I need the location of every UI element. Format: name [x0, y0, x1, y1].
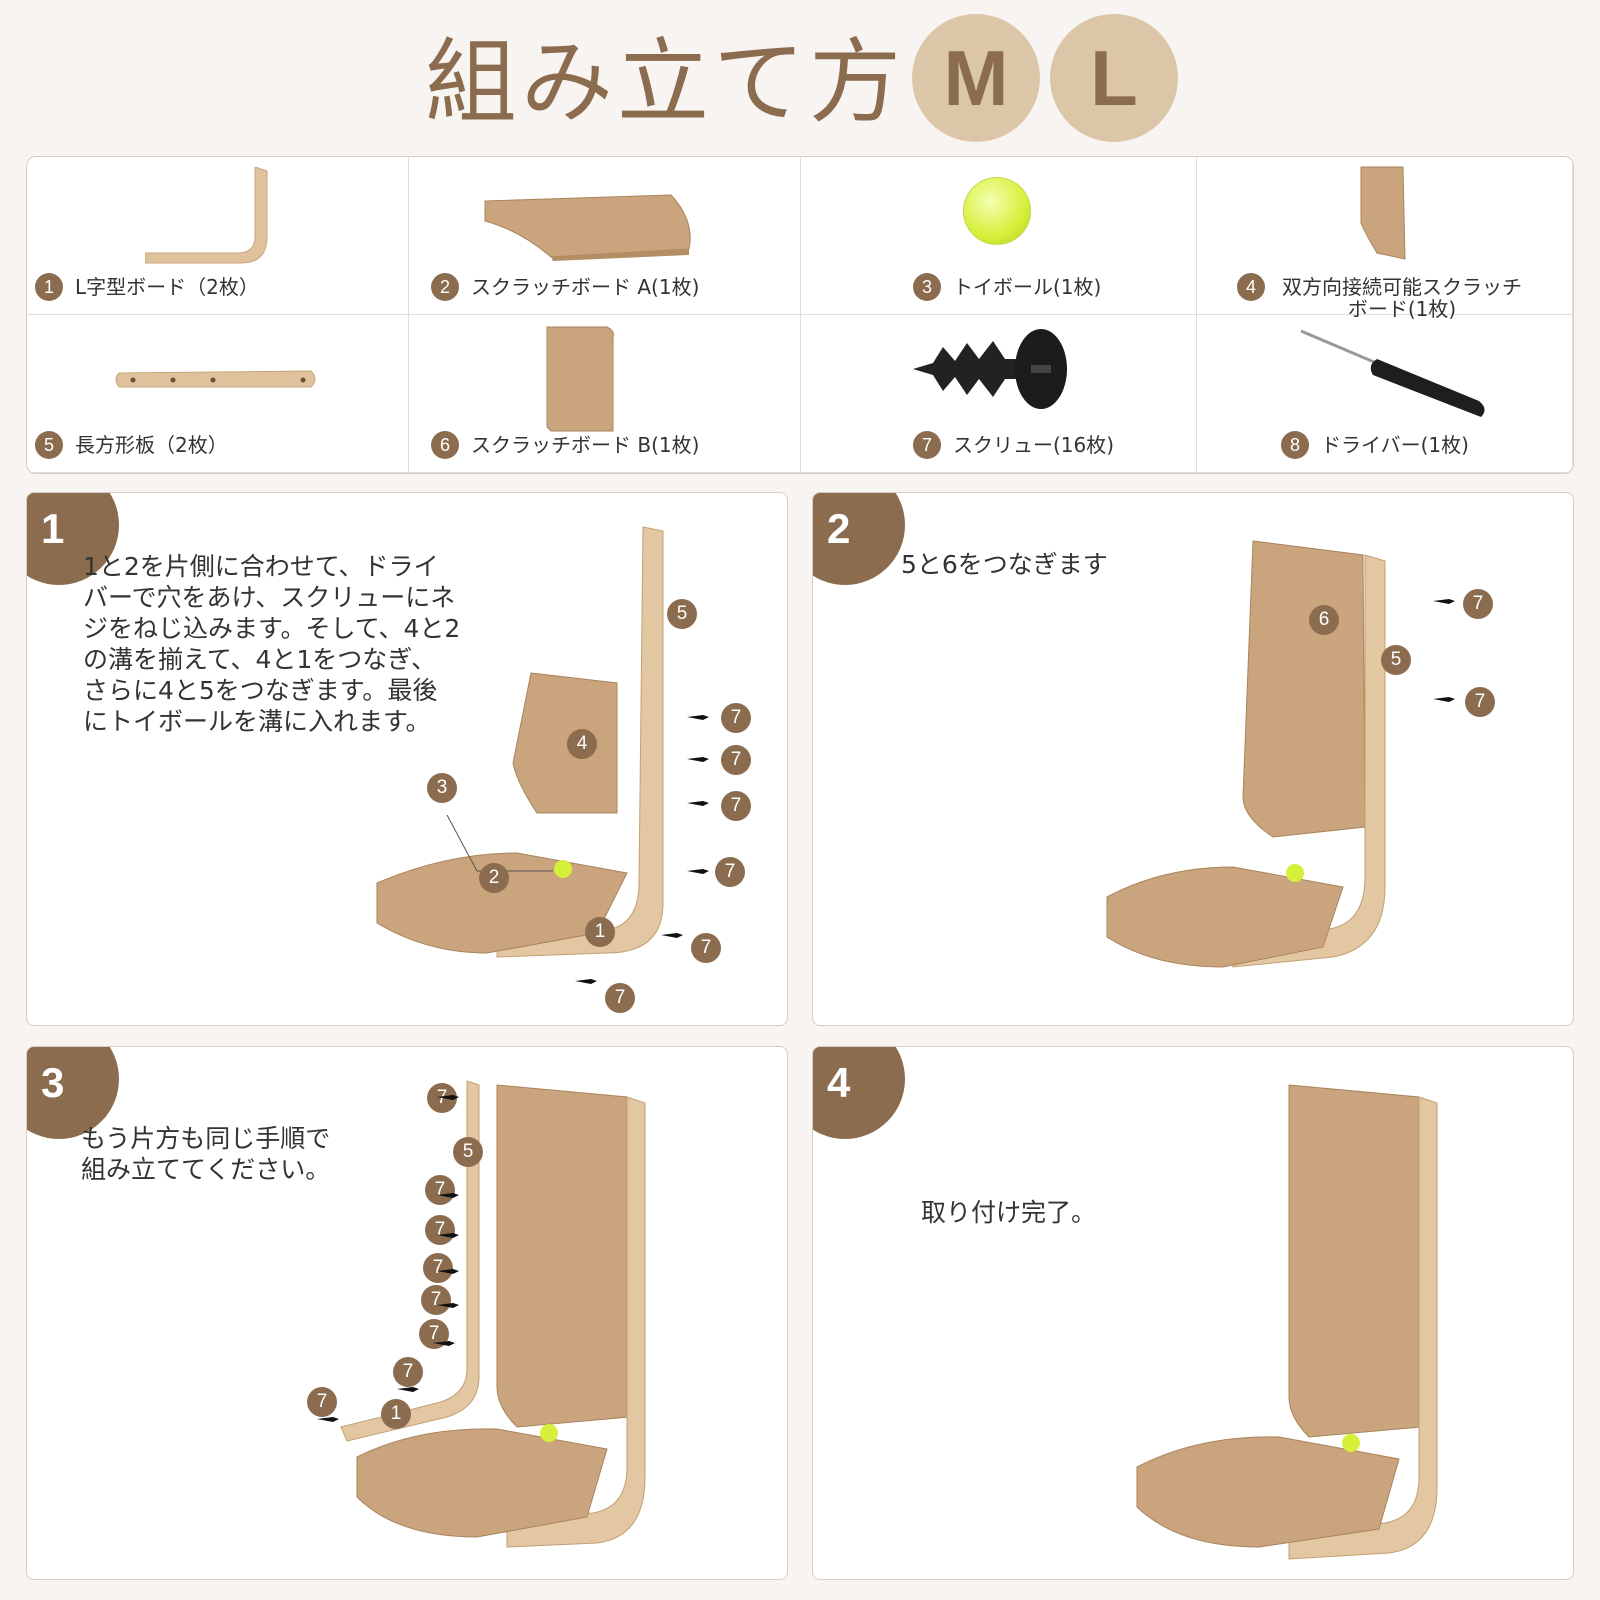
callout-7: 7 [423, 1253, 453, 1283]
part-cell-5: 5 長方形板（2枚） [27, 315, 409, 473]
step2-diagram [1106, 540, 1386, 968]
callout-7: 7 [715, 857, 745, 887]
screw-icon [437, 1269, 459, 1274]
callout-7: 7 [721, 703, 751, 733]
part-label: スクラッチボード B(1枚) [471, 433, 700, 457]
part-label: スクリュー(16枚) [953, 433, 1115, 457]
part-cell-8: 8 ドライバー(1枚) [1197, 315, 1573, 473]
screw-icon [437, 1303, 459, 1308]
step-instruction: もう片方も同じ手順で 組み立ててください。 [81, 1124, 331, 1184]
step-instruction: 1と2を片側に合わせて、ドライ バーで穴をあけ、スクリューにネ ジをねじ込みます… [83, 552, 461, 736]
parts-list: 1 L字型ボード（2枚） 2 スクラッチボード A(1枚) 3 トイボール(1枚) 4… [26, 156, 1574, 474]
double-scratch-board-image [1360, 166, 1406, 260]
screw-icon [687, 715, 709, 720]
screw-icon [433, 1341, 455, 1346]
callout-7: 7 [605, 983, 635, 1013]
screw-icon [437, 1095, 459, 1100]
step3-diagram [340, 1080, 646, 1548]
callout-1: 1 [381, 1399, 411, 1429]
callout-7: 7 [425, 1175, 455, 1205]
screwdriver-image [1300, 329, 1485, 417]
part-label: トイボール(1枚) [953, 275, 1102, 299]
size-badge-l: L [1050, 14, 1178, 142]
screw-icon [437, 1233, 459, 1238]
callout-5: 5 [667, 599, 697, 629]
scratch-board-a-image [484, 194, 691, 261]
part-label: 双方向接続可能スクラッチボード(1枚) [1282, 275, 1522, 321]
screw-icon [687, 869, 709, 874]
screw-icon [437, 1193, 459, 1198]
part-label: ドライバー(1枚) [1321, 433, 1469, 457]
callout-3: 3 [427, 773, 457, 803]
callout-1: 1 [585, 917, 615, 947]
part-num: 4 [1237, 273, 1265, 301]
screw-icon [1433, 697, 1455, 702]
callout-5: 5 [453, 1137, 483, 1167]
callout-7: 7 [1463, 589, 1493, 619]
callout-7: 7 [307, 1387, 337, 1417]
part-label: L字型ボード（2枚） [75, 275, 259, 299]
size-badge-m: M [912, 14, 1040, 142]
rectangle-board-image [115, 370, 316, 388]
callout-4: 4 [567, 729, 597, 759]
screw-icon [687, 757, 709, 762]
part-num: 6 [431, 431, 459, 459]
part-cell-3: 3 トイボール(1枚) [801, 157, 1197, 315]
part-label: スクラッチボード A(1枚) [471, 275, 700, 299]
part-num: 7 [913, 431, 941, 459]
completed-assembly-diagram [1136, 1084, 1438, 1560]
part-cell-4: 4 双方向接続可能スクラッチボード(1枚) [1197, 157, 1573, 320]
part-num: 5 [35, 431, 63, 459]
part-cell-6: 6 スクラッチボード B(1枚) [409, 315, 801, 473]
step-number-badge: 4 [813, 1047, 905, 1139]
part-num: 2 [431, 273, 459, 301]
callout-5: 5 [1381, 645, 1411, 675]
callout-7: 7 [691, 933, 721, 963]
step-instruction: 5と6をつなぎます [901, 550, 1108, 579]
step1-diagram [376, 526, 664, 958]
page-title: 組み立て方 [425, 29, 906, 136]
screw-icon [1433, 599, 1455, 604]
callout-2: 2 [479, 863, 509, 893]
step-panel-2: 2 5と6をつなぎます 6 5 7 7 [812, 492, 1574, 1026]
part-num: 1 [35, 273, 63, 301]
toy-ball-image [963, 177, 1031, 245]
part-cell-7: 7 スクリュー(16枚) [801, 315, 1197, 473]
screw-icon [687, 801, 709, 806]
step-number-badge: 2 [813, 493, 905, 585]
callout-7: 7 [425, 1215, 455, 1245]
screw-icon [397, 1387, 419, 1392]
step-panel-1: 1 1と2を片側に合わせて、ドライ バーで穴をあけ、スクリューにネ ジをねじ込み… [26, 492, 788, 1026]
callout-6: 6 [1309, 605, 1339, 635]
callout-7: 7 [721, 745, 751, 775]
part-num: 8 [1281, 431, 1309, 459]
part-cell-2: 2 スクラッチボード A(1枚) [409, 157, 801, 315]
callout-7: 7 [421, 1285, 451, 1315]
callout-7: 7 [721, 791, 751, 821]
scratch-board-b-image [546, 326, 614, 432]
part-cell-1: 1 L字型ボード（2枚） [27, 157, 409, 315]
step-panel-4: 4 取り付け完了。 [812, 1046, 1574, 1580]
step-panel-3: 3 もう片方も同じ手順で 組み立ててください。 7 5 7 7 7 7 7 7 … [26, 1046, 788, 1580]
callout-7: 7 [393, 1357, 423, 1387]
screw-icon [661, 933, 683, 938]
screw-anchor-image [913, 329, 1067, 409]
callout-7: 7 [1465, 687, 1495, 717]
screw-icon [317, 1417, 339, 1422]
step-instruction: 取り付け完了。 [921, 1198, 1097, 1227]
part-label: 長方形板（2枚） [75, 433, 228, 457]
screw-icon [575, 979, 597, 984]
l-board-image [145, 167, 268, 264]
part-num: 3 [913, 273, 941, 301]
